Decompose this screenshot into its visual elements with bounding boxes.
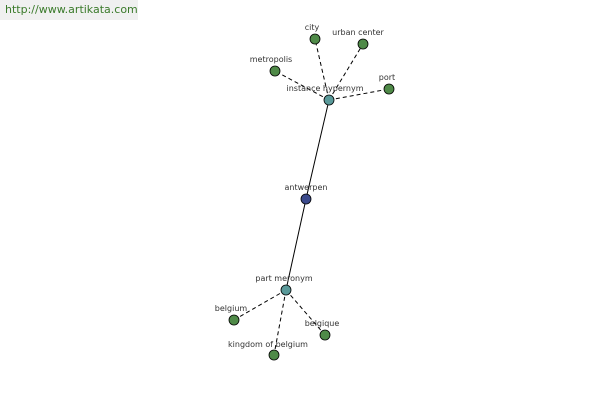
node-metropolis[interactable]: metropolis	[250, 55, 292, 77]
node-urban_center[interactable]: urban center	[332, 28, 385, 50]
watermark-link[interactable]: http://www.artikata.com	[0, 0, 138, 20]
node-label-kingdom_of_belgium: kingdom of belgium	[228, 340, 308, 349]
node-label-port: port	[379, 73, 395, 82]
node-label-instance_hypernym: instance hypernym	[287, 84, 364, 93]
edge-antwerpen-instance_hypernym	[305, 99, 330, 200]
node-belgium[interactable]: belgium	[215, 304, 248, 326]
node-label-urban_center: urban center	[332, 28, 384, 37]
node-label-belgique: belgique	[305, 319, 340, 328]
node-label-metropolis: metropolis	[250, 55, 292, 64]
node-circle-city[interactable]	[309, 33, 321, 45]
node-label-part_meronym: part meronym	[255, 274, 312, 283]
edge-instance_hypernym-urban_center	[328, 43, 364, 101]
edge-part_meronym-belgique	[285, 289, 326, 336]
node-circle-urban_center[interactable]	[357, 38, 369, 50]
edge-instance_hypernym-metropolis	[274, 70, 330, 101]
node-circle-metropolis[interactable]	[269, 65, 281, 77]
node-city[interactable]: city	[305, 23, 321, 45]
graph-edges	[233, 38, 390, 356]
node-port[interactable]: port	[379, 73, 395, 95]
node-circle-port[interactable]	[383, 83, 395, 95]
node-circle-instance_hypernym[interactable]	[323, 94, 335, 106]
node-circle-part_meronym[interactable]	[280, 284, 292, 296]
edge-antwerpen-part_meronym	[285, 198, 307, 291]
edge-instance_hypernym-port	[328, 88, 390, 101]
graph-nodes: antwerpen instance hypernym part meronym ci…	[215, 23, 395, 361]
edge-instance_hypernym-city	[314, 38, 330, 101]
node-instance_hypernym[interactable]: instance hypernym	[287, 84, 364, 106]
edge-part_meronym-belgium	[233, 289, 287, 321]
node-kingdom_of_belgium[interactable]: kingdom of belgium	[228, 340, 308, 361]
node-circle-kingdom_of_belgium[interactable]	[268, 349, 280, 361]
node-label-belgium: belgium	[215, 304, 248, 313]
node-part_meronym[interactable]: part meronym	[255, 274, 313, 296]
node-circle-antwerpen[interactable]	[300, 193, 312, 205]
node-circle-belgique[interactable]	[319, 329, 331, 341]
node-circle-belgium[interactable]	[228, 314, 240, 326]
node-label-antwerpen: antwerpen	[285, 183, 328, 192]
node-label-city: city	[305, 23, 320, 32]
node-antwerpen[interactable]: antwerpen	[285, 183, 328, 205]
node-belgique[interactable]: belgique	[305, 319, 340, 341]
